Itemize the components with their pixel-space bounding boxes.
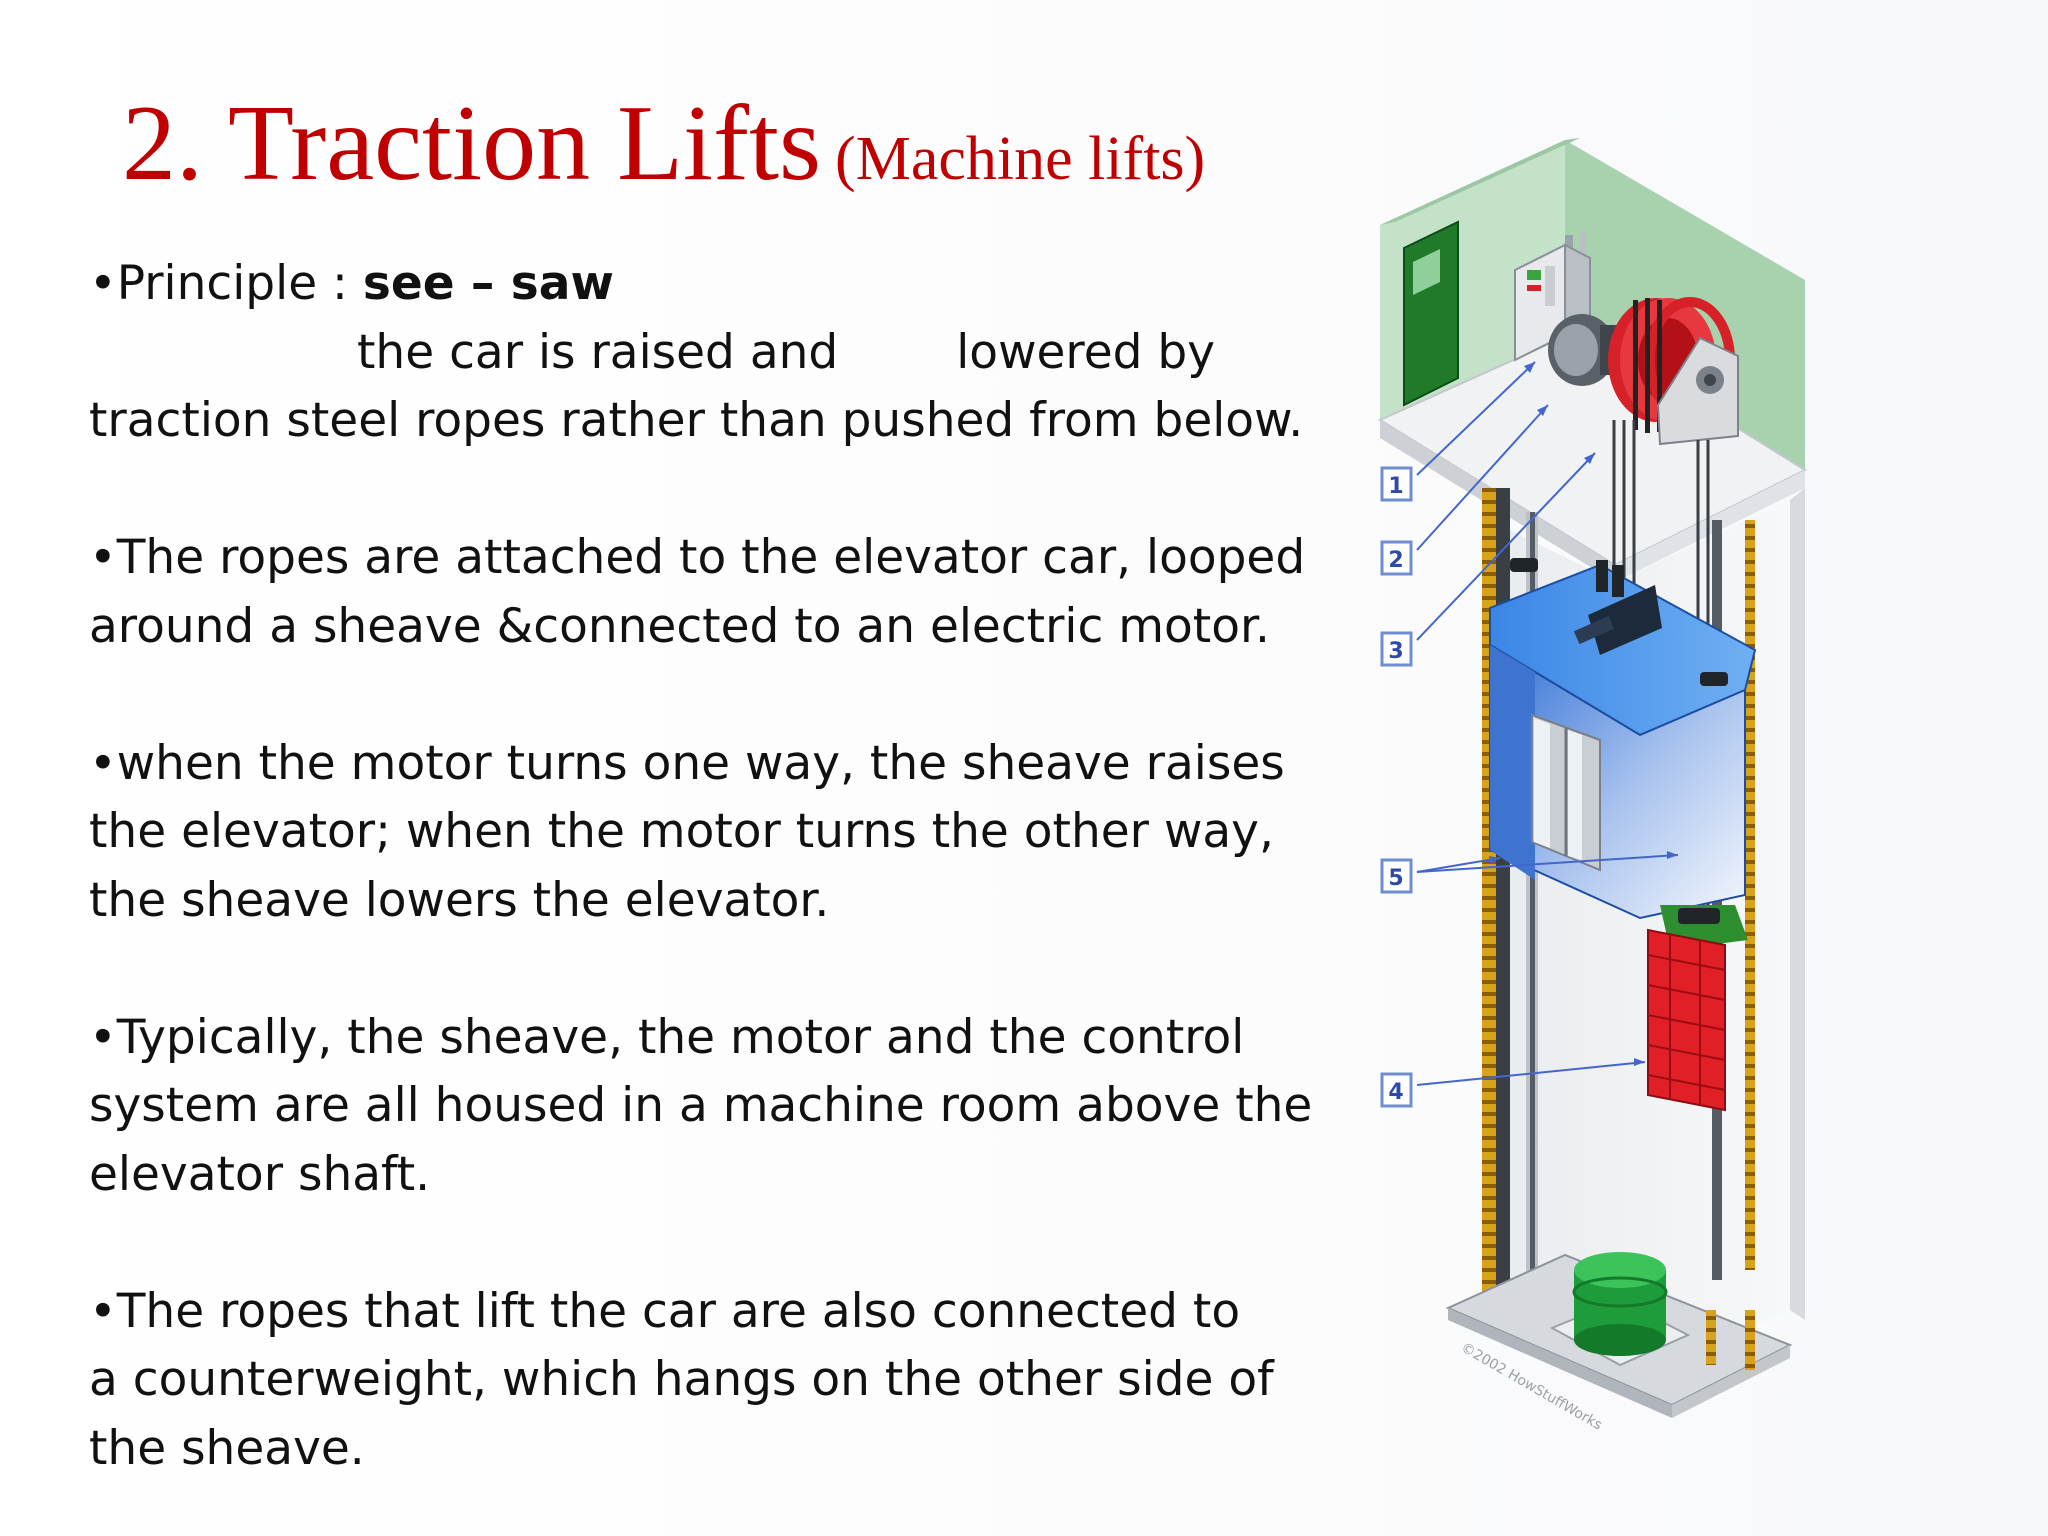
bullet-line: the elevator; when the motor turns the o…	[89, 804, 1274, 859]
callout-4: 4	[1380, 1072, 1413, 1108]
elevator-diagram: 1 2 3 5 4 ©200	[1355, 120, 1825, 1460]
bullet-line: around a sheave &connected to an electri…	[89, 598, 1270, 654]
bullet-paragraph: •when the motor turns one way, the sheav…	[89, 730, 1339, 936]
controller-cabinet-icon	[1514, 243, 1591, 362]
bullet-line: a counterweight, which hangs on the othe…	[89, 1352, 1274, 1407]
principle-line-1: •Principle : see – saw	[89, 250, 1339, 319]
principle-line-3: traction steel ropes rather than pushed …	[89, 393, 1304, 448]
callout-3: 3	[1380, 631, 1413, 667]
slide-title: 2. Traction Lifts(Machine lifts)	[122, 82, 1205, 206]
callout-arrows	[1416, 361, 1679, 1086]
bullet-line: •The ropes are attached to the elevator …	[89, 530, 1306, 585]
callout-5: 5	[1380, 858, 1413, 894]
bullet-line: •Typically, the sheave, the motor and th…	[89, 1009, 1245, 1065]
counterweight-icon	[1647, 928, 1726, 1112]
machine-room-door-icon	[1403, 220, 1459, 407]
svg-text:5: 5	[1388, 866, 1403, 891]
svg-text:2: 2	[1388, 548, 1403, 573]
principle-label: •Principle :	[89, 256, 363, 311]
principle-keyword: see – saw	[362, 256, 614, 311]
principle-line-2: the car is raised and lowered by	[89, 319, 1339, 388]
elevator-car	[1489, 558, 1757, 950]
bullet-paragraph: •The ropes that lift the car are also co…	[89, 1278, 1339, 1484]
guide-rail-right	[1745, 520, 1755, 1270]
principle-line-2a: the car is raised and	[357, 324, 839, 380]
svg-text:1: 1	[1388, 474, 1403, 499]
bullet-paragraph: •The ropes are attached to the elevator …	[89, 524, 1339, 661]
callout-2: 2	[1380, 540, 1413, 576]
callout-1: 1	[1380, 466, 1413, 502]
hoist-machine	[1548, 297, 1739, 446]
slide-body: •Principle : see – saw the car is raised…	[89, 250, 1339, 1483]
bullet-line: •when the motor turns one way, the sheav…	[89, 735, 1285, 791]
bullet-line: elevator shaft.	[89, 1146, 431, 1202]
svg-text:3: 3	[1388, 639, 1403, 664]
principle-paragraph: •Principle : see – saw the car is raised…	[89, 250, 1339, 456]
bullet-line: •The ropes that lift the car are also co…	[89, 1283, 1241, 1339]
svg-text:4: 4	[1388, 1080, 1403, 1105]
bullet-line: system are all housed in a machine room …	[89, 1078, 1313, 1133]
callout-arrowheads	[1489, 362, 1678, 1066]
principle-line-2b: lowered by	[956, 324, 1216, 380]
buffer-icon	[1572, 1252, 1668, 1356]
title-subtitle: (Machine lifts)	[835, 125, 1206, 193]
bullet-line: the sheave lowers the elevator.	[89, 872, 830, 928]
bullet-paragraph: •Typically, the sheave, the motor and th…	[89, 1004, 1339, 1210]
bullet-line: the sheave.	[89, 1420, 365, 1476]
title-main: 2. Traction Lifts	[122, 84, 822, 203]
